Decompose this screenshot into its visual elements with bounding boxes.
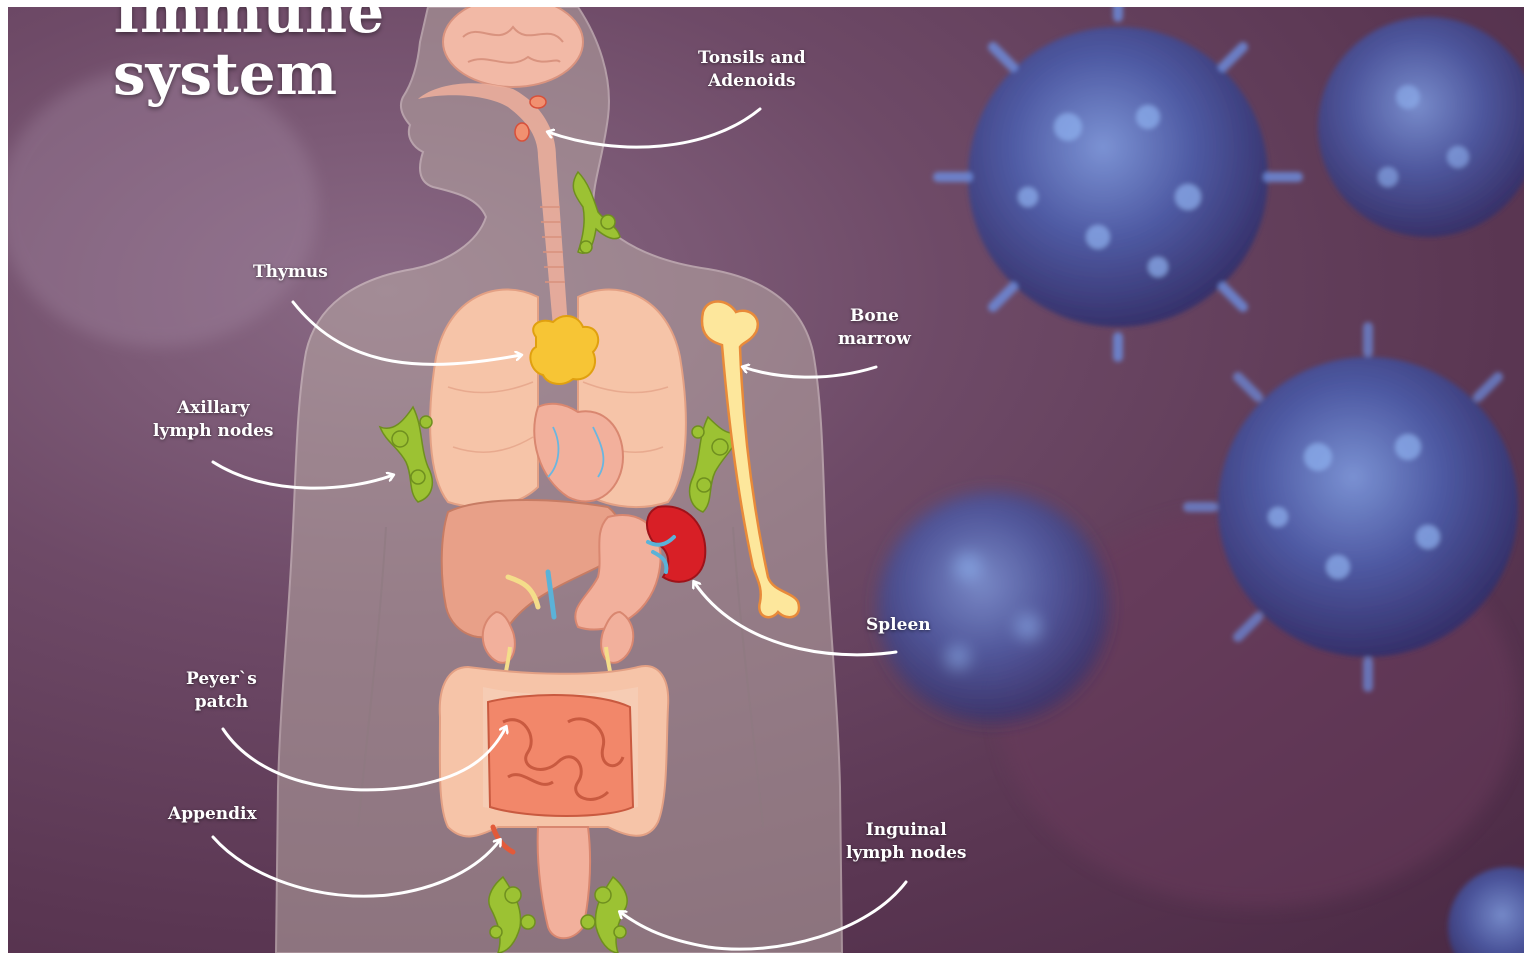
label-appendix: Appendix	[168, 803, 257, 826]
title-line-1: Immune	[113, 7, 384, 43]
virus-particle-top	[938, 7, 1298, 357]
label-bone-marrow-line-2: marrow	[838, 328, 911, 351]
label-peyers-line-2: patch	[186, 691, 257, 714]
label-inguinal-lymph-nodes: Inguinal lymph nodes	[846, 819, 966, 865]
virus-particle-center	[878, 492, 1108, 722]
virus-particle-topright	[1318, 17, 1524, 237]
brain	[443, 7, 583, 87]
immune-system-infographic: Immune system Tonsils and Adenoids Thymu…	[8, 7, 1524, 953]
label-axillary-line-1: Axillary	[153, 397, 273, 420]
label-appendix-line-1: Appendix	[168, 803, 257, 826]
label-bone-marrow: Bone marrow	[838, 305, 911, 351]
label-spleen: Spleen	[866, 614, 931, 637]
label-tonsils-line-2: Adenoids	[698, 70, 806, 93]
label-bone-marrow-line-1: Bone	[838, 305, 911, 328]
page-title: Immune system	[113, 7, 384, 105]
label-peyers-patch: Peyer`s patch	[186, 668, 257, 714]
label-inguinal-line-2: lymph nodes	[846, 842, 966, 865]
label-axillary-lymph-nodes: Axillary lymph nodes	[153, 397, 273, 443]
label-thymus: Thymus	[253, 261, 328, 284]
label-spleen-line-1: Spleen	[866, 614, 931, 637]
virus-particle-bottomright	[1448, 867, 1524, 953]
label-inguinal-line-1: Inguinal	[846, 819, 966, 842]
label-thymus-line-1: Thymus	[253, 261, 328, 284]
label-tonsils-adenoids: Tonsils and Adenoids	[698, 47, 806, 93]
small-intestine	[488, 695, 633, 816]
label-tonsils-line-1: Tonsils and	[698, 47, 806, 70]
thymus-organ	[530, 316, 598, 384]
label-peyers-line-1: Peyer`s	[186, 668, 257, 691]
label-axillary-line-2: lymph nodes	[153, 420, 273, 443]
title-line-2: system	[113, 43, 384, 105]
